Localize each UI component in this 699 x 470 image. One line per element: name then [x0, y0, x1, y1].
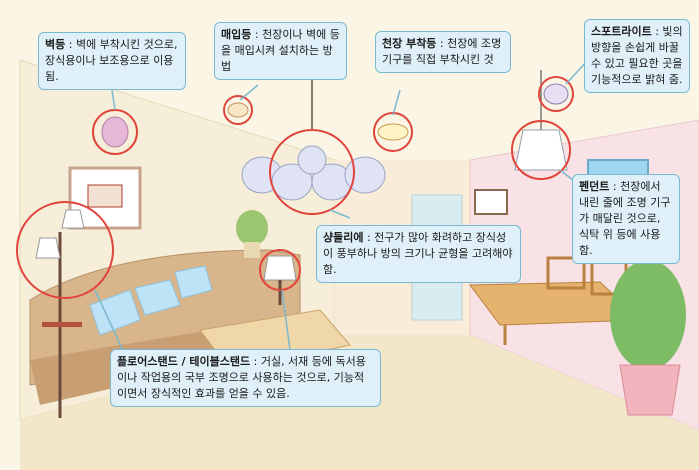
pendant-shade	[514, 129, 568, 171]
floor-stand-shade	[61, 209, 85, 229]
callout-term: 천장 부착등	[382, 37, 437, 50]
callout-recessed-light: 매입등 : 천장이나 벽에 등을 매입시켜 설치하는 방법	[214, 22, 347, 80]
callout-text: : 전구가 많아 화려하고 장식성이 풍부하나 방의 크기나 균형을 고려해야 …	[323, 231, 513, 276]
spotlight-fixture	[543, 83, 569, 105]
callout-term: 스포트라이트	[591, 25, 652, 38]
recessed-light-fixture	[227, 102, 249, 118]
callout-text: : 천장에서 내린 줄에 조명 기구가 매달린 것으로, 식탁 위 등에 사용함…	[579, 180, 671, 257]
callout-ceiling-light: 천장 부착등 : 천장에 조명 기구를 직접 부착시킨 것	[375, 31, 511, 73]
cushion	[174, 265, 213, 299]
callout-text: : 벽에 부착시킨 것으로, 장식용이나 보조용으로 이용됨.	[45, 38, 178, 83]
callout-text: : 천장에 조명 기구를 직접 부착시킨 것	[382, 37, 502, 66]
callout-term: 플로어스탠드 / 테이블스탠드	[117, 355, 251, 368]
dining-chair	[546, 256, 586, 290]
chandelier-highlight	[269, 129, 355, 215]
cushion	[134, 279, 181, 316]
ceiling-flush-light-fixture	[377, 123, 409, 141]
small-plant	[236, 210, 268, 246]
callout-pendant: 펜던트 : 천장에서 내린 줄에 조명 기구가 매달린 것으로, 식탁 위 등에…	[572, 174, 680, 264]
callout-spotlight: 스포트라이트 : 빛의 방향을 손쉽게 바꿀 수 있고 필요한 곳을 기능적으로…	[584, 19, 690, 93]
plant-pot	[619, 364, 681, 416]
small-plant-pot	[244, 242, 260, 258]
callout-term: 샹들리에	[323, 231, 364, 244]
callout-wall-light: 벽등 : 벽에 부착시킨 것으로, 장식용이나 보조용으로 이용됨.	[38, 32, 186, 90]
callout-term: 매입등	[221, 28, 252, 41]
chandelier	[241, 145, 386, 201]
table-stand-shade	[263, 255, 297, 281]
floor-stand-shade	[35, 237, 61, 259]
wall-picture-inner	[87, 184, 123, 208]
floor-stand-highlight	[16, 201, 114, 299]
spotlight-highlight	[538, 76, 574, 112]
callout-chandelier: 샹들리에 : 전구가 많아 화려하고 장식성이 풍부하나 방의 크기나 균형을 …	[316, 225, 521, 283]
callout-term: 펜던트	[579, 180, 610, 193]
recessed-light-highlight	[223, 95, 253, 125]
callout-stand: 플로어스탠드 / 테이블스탠드 : 거실, 서재 등에 독서용이나 작업용의 국…	[110, 349, 381, 407]
callout-term: 벽등	[45, 38, 66, 51]
cushion	[89, 289, 141, 336]
wall-light-fixture	[101, 116, 129, 148]
plant-leaves	[610, 260, 686, 370]
callout-text: : 거실, 서재 등에 독서용이나 작업용의 국부 조명으로 사용하는 것으로,…	[117, 355, 366, 400]
callout-text: : 빛의 방향을 손쉽게 바꿀 수 있고 필요한 곳을 기능적으로 밝혀 줌.	[591, 25, 683, 86]
wall-picture-right	[474, 189, 508, 215]
pendant-highlight	[511, 120, 571, 180]
floor-stand-tray	[42, 322, 82, 327]
table-stand-highlight	[259, 249, 301, 291]
callout-text: : 천장이나 벽에 등을 매입시켜 설치하는 방법	[221, 28, 340, 73]
